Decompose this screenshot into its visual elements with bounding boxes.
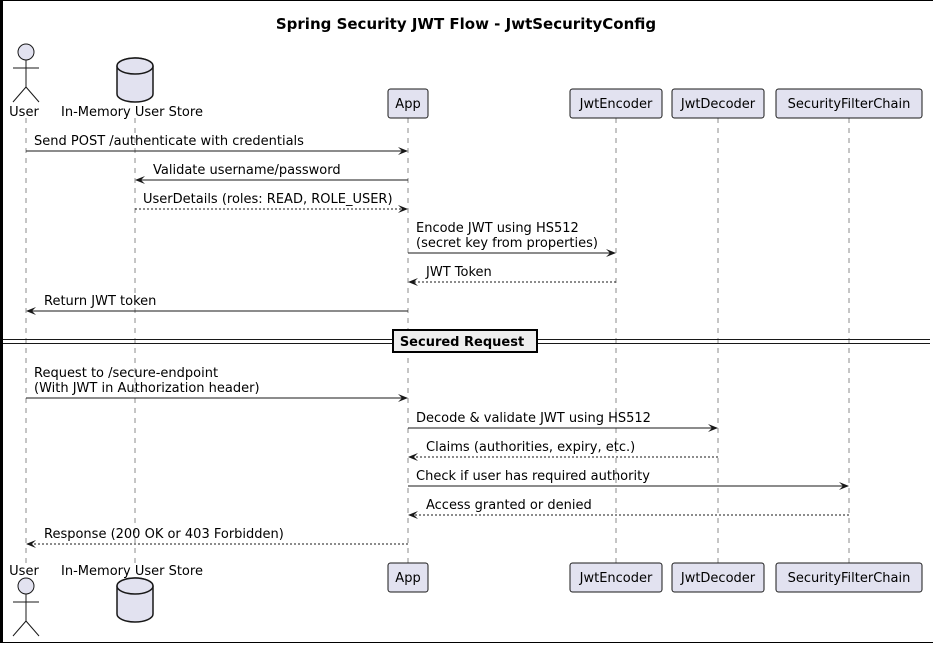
arrow-head — [398, 394, 408, 402]
message-label: Decode & validate JWT using HS512 — [416, 411, 651, 426]
message-label: Access granted or denied — [426, 498, 592, 513]
participant-label: User — [9, 105, 39, 120]
participant-box — [775, 88, 923, 119]
arrow-head — [839, 482, 849, 490]
message-1: Send POST /authenticate with credentials — [26, 134, 408, 155]
participant-label: SecurityFilterChain — [788, 571, 911, 586]
message-6: Return JWT token — [26, 294, 408, 315]
arrow-head — [135, 176, 145, 184]
diagram-title: Spring Security JWT Flow - JwtSecurityCo… — [276, 15, 656, 33]
message-label: Check if user has required authority — [416, 469, 650, 484]
message-label: Send POST /authenticate with credentials — [34, 134, 304, 149]
participant-box — [671, 562, 765, 593]
divider-label: Secured Request — [400, 335, 524, 350]
database-icon — [116, 577, 154, 623]
message-9: Claims (authorities, expiry, etc.) — [408, 440, 718, 461]
participant-label: App — [395, 571, 420, 586]
participant-app-top: App — [387, 88, 429, 119]
arrow-head — [408, 453, 418, 461]
participant-user-top: User — [9, 43, 40, 120]
message-label: JWT Token — [425, 265, 492, 280]
message-label: Encode JWT using HS512 — [416, 221, 579, 236]
divider-box — [392, 329, 538, 353]
participant-dec-top: JwtDecoder — [671, 88, 765, 119]
messages: Send POST /authenticate with credentials… — [26, 134, 849, 548]
participant-label: User — [9, 564, 39, 579]
participant-chain-bottom: SecurityFilterChain — [775, 562, 923, 593]
message-3: UserDetails (roles: READ, ROLE_USER) — [135, 192, 408, 213]
message-label: Request to /secure-endpoint — [34, 366, 218, 381]
message-12: Response (200 OK or 403 Forbidden) — [26, 527, 408, 548]
participant-box — [671, 88, 765, 119]
message-label: UserDetails (roles: READ, ROLE_USER) — [143, 192, 393, 207]
participant-box — [569, 562, 663, 593]
participant-label: SecurityFilterChain — [788, 97, 911, 112]
participant-enc-top: JwtEncoder — [569, 88, 663, 119]
participant-label: In-Memory User Store — [61, 105, 203, 120]
participant-chain-top: SecurityFilterChain — [775, 88, 923, 119]
arrow-head — [26, 307, 36, 315]
participant-label: JwtDecoder — [680, 97, 756, 112]
actor-icon — [12, 577, 40, 637]
participant-app-bottom: App — [387, 562, 429, 593]
participant-label: App — [395, 97, 420, 112]
message-7: Request to /secure-endpoint(With JWT in … — [26, 366, 408, 402]
arrow-head — [408, 511, 418, 519]
participant-enc-bottom: JwtEncoder — [569, 562, 663, 593]
arrow-head — [708, 424, 718, 432]
arrow-head — [26, 540, 36, 548]
message-5: JWT Token — [408, 265, 616, 286]
participant-box — [569, 88, 663, 119]
participant-dec-bottom: JwtDecoder — [671, 562, 765, 593]
arrow-head — [606, 249, 616, 257]
database-icon — [116, 57, 154, 103]
arrow-head — [398, 147, 408, 155]
participant-box — [387, 562, 429, 593]
message-label: (With JWT in Authorization header) — [34, 381, 260, 396]
message-10: Check if user has required authority — [408, 469, 849, 490]
participant-label: JwtEncoder — [579, 571, 653, 586]
message-label: Claims (authorities, expiry, etc.) — [426, 440, 635, 455]
participant-label: In-Memory User Store — [61, 564, 203, 579]
actor-icon — [12, 43, 40, 103]
message-4: Encode JWT using HS512(secret key from p… — [408, 221, 616, 257]
message-label: Return JWT token — [44, 294, 156, 309]
participant-label: JwtEncoder — [579, 97, 653, 112]
participants-bottom: User In-Memory User Store App JwtEncoder Jwt… — [9, 562, 923, 637]
arrow-head — [408, 278, 418, 286]
message-2: Validate username/password — [135, 163, 408, 184]
participant-box — [775, 562, 923, 593]
message-label: Response (200 OK or 403 Forbidden) — [44, 527, 284, 542]
message-8: Decode & validate JWT using HS512 — [408, 411, 718, 432]
message-11: Access granted or denied — [408, 498, 849, 519]
message-label: Validate username/password — [153, 163, 341, 178]
message-label: (secret key from properties) — [416, 236, 598, 251]
arrow-head — [398, 205, 408, 213]
participant-box — [387, 88, 429, 119]
participant-store-top: In-Memory User Store — [61, 57, 203, 120]
participants-top: User In-Memory User Store App JwtEncoder Jwt… — [9, 43, 923, 120]
participant-label: JwtDecoder — [680, 571, 756, 586]
participant-user-bottom: User — [9, 564, 40, 637]
section-divider: Secured Request — [3, 329, 930, 353]
participant-store-bottom: In-Memory User Store — [61, 564, 203, 623]
